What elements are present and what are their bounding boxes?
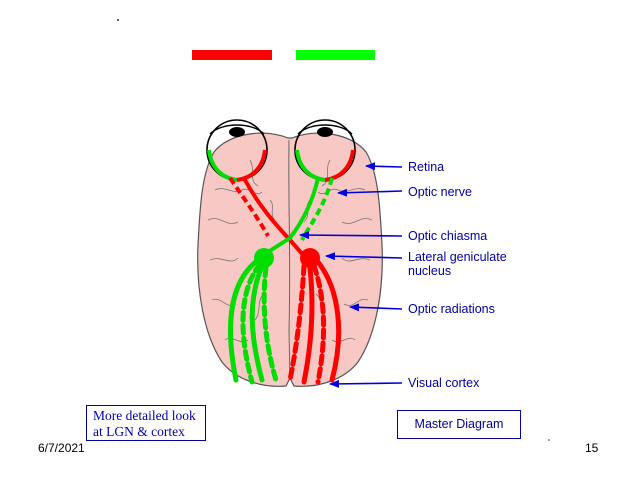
label-visual-cortex: Visual cortex	[408, 376, 480, 390]
label-optic-radiations: Optic radiations	[408, 302, 495, 316]
master-diagram-button[interactable]: Master Diagram	[397, 410, 521, 439]
label-lgn-line1: Lateral geniculate	[408, 250, 507, 264]
optic-radiations-arrow	[349, 303, 403, 312]
slide-date: 6/7/2021	[38, 441, 85, 455]
more-detail-line1: More detailed look	[93, 408, 196, 423]
stray-dot	[548, 439, 550, 441]
right-eye	[294, 119, 356, 182]
legend-red-bar	[192, 50, 272, 60]
legend-green-bar	[296, 50, 375, 60]
more-detail-line2: at LGN & cortex	[93, 424, 185, 439]
label-optic-chiasma: Optic chiasma	[408, 229, 488, 243]
right-lgn	[300, 248, 320, 268]
left-eye	[206, 119, 268, 182]
optic-nerve-arrow	[337, 188, 403, 197]
slide-page-number: 15	[585, 441, 599, 455]
label-arrows	[299, 162, 403, 388]
retina-arrow	[365, 162, 403, 171]
stray-dot	[117, 19, 119, 21]
label-optic-nerve: Optic nerve	[408, 185, 472, 199]
label-lgn-line2: nucleus	[408, 264, 452, 278]
label-retina: Retina	[408, 160, 445, 174]
red-optic-radiations	[287, 259, 342, 385]
label-lgn: Lateral geniculate nucleus	[408, 250, 507, 278]
visual-cortex-arrow	[329, 379, 403, 388]
optic-nerve-paths	[228, 176, 334, 258]
optic-chiasma-arrow	[299, 231, 403, 240]
more-detail-button[interactable]: More detailed look at LGN & cortex	[86, 405, 206, 441]
green-optic-radiations	[228, 257, 279, 385]
lgn-arrow	[325, 252, 403, 261]
